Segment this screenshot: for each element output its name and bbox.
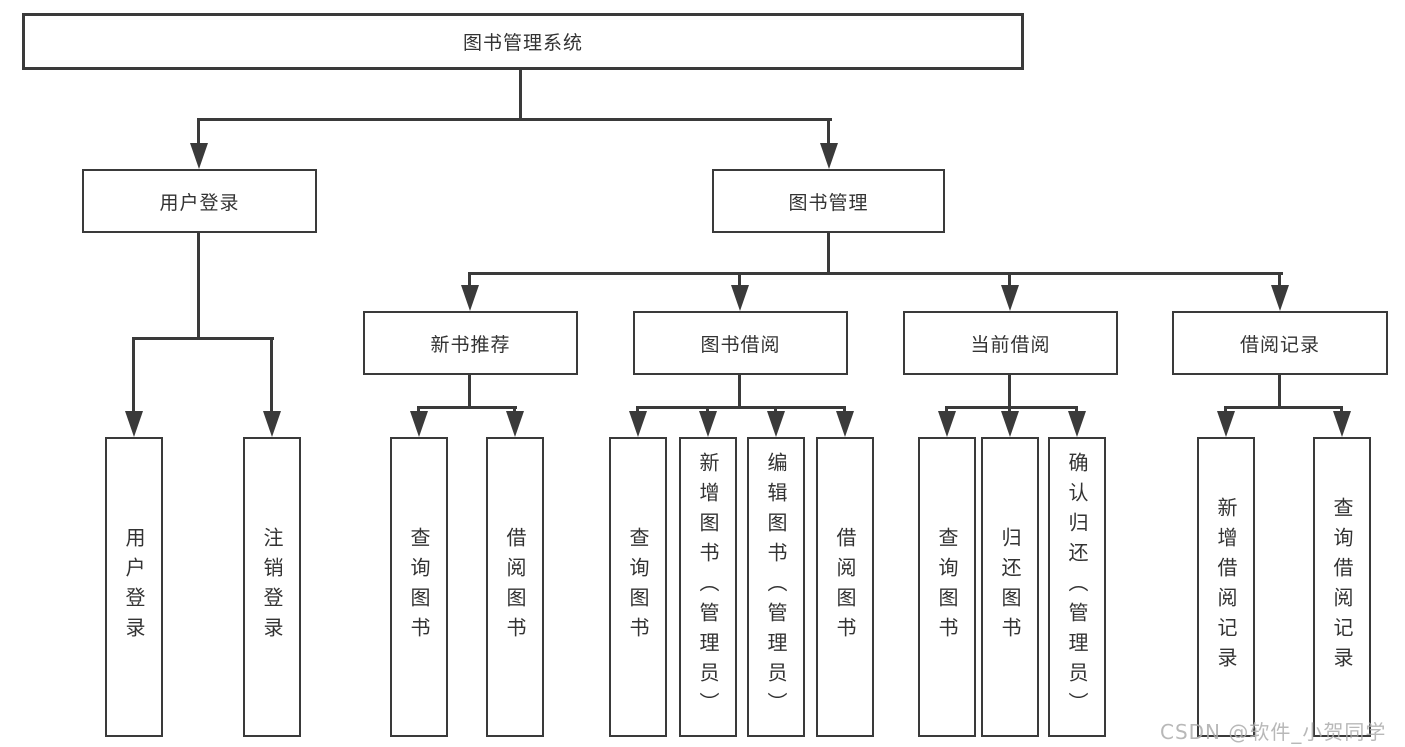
connector-vline: [1278, 272, 1281, 288]
arrowhead-down-icon: [1217, 411, 1235, 437]
connector-hline: [418, 406, 517, 409]
arrowhead-down-icon: [767, 411, 785, 437]
connector-hline: [198, 118, 832, 121]
leaf-confirm-return-admin-label: 确认归还（管理员）: [1065, 452, 1089, 722]
connector-vline: [1008, 272, 1011, 288]
connector-vline: [1075, 406, 1078, 414]
connector-vline: [827, 118, 830, 146]
connector-hline: [133, 337, 274, 340]
node-new-book-recommend-label: 新书推荐: [430, 333, 511, 356]
node-book-management-label: 图书管理: [788, 191, 869, 214]
arrowhead-down-icon: [731, 285, 749, 311]
leaf-confirm-return-admin: 确认归还（管理员）: [1048, 437, 1106, 737]
leaf-return-book: 归还图书: [981, 437, 1039, 737]
leaf-user-login-label: 用户登录: [122, 527, 146, 647]
leaf-add-book-admin: 新增图书（管理员）: [679, 437, 737, 737]
leaf-query-borrow-record: 查询借阅记录: [1313, 437, 1371, 737]
node-new-book-recommend: 新书推荐: [363, 311, 578, 375]
arrowhead-down-icon: [410, 411, 428, 437]
leaf-query-books-borrow-label: 查询图书: [626, 527, 650, 647]
connector-vline: [197, 118, 200, 146]
node-borrowing-records-label: 借阅记录: [1239, 333, 1320, 356]
node-book-management: 图书管理: [712, 169, 945, 233]
arrowhead-down-icon: [1333, 411, 1351, 437]
node-book-borrowing-label: 图书借阅: [700, 333, 781, 356]
connector-vline: [945, 406, 948, 414]
leaf-query-books-recommend: 查询图书: [390, 437, 448, 737]
leaf-borrow-books-recommend: 借阅图书: [486, 437, 544, 737]
connector-vline: [1224, 406, 1227, 414]
arrowhead-down-icon: [190, 143, 208, 169]
leaf-add-borrow-record: 新增借阅记录: [1197, 437, 1255, 737]
connector-vline: [706, 406, 709, 414]
arrowhead-down-icon: [699, 411, 717, 437]
connector-vline: [774, 406, 777, 414]
connector-vline: [270, 337, 273, 413]
arrowhead-down-icon: [629, 411, 647, 437]
connector-vline: [738, 272, 741, 288]
node-user-login-label: 用户登录: [159, 191, 240, 214]
leaf-logout-label: 注销登录: [260, 527, 284, 647]
leaf-query-borrow-record-label: 查询借阅记录: [1330, 497, 1354, 677]
connector-hline: [946, 406, 1078, 409]
node-current-borrowing: 当前借阅: [903, 311, 1118, 375]
connector-vline: [468, 374, 471, 408]
connector-hline: [1225, 406, 1343, 409]
arrowhead-down-icon: [1271, 285, 1289, 311]
leaf-logout: 注销登录: [243, 437, 301, 737]
connector-vline: [1008, 406, 1011, 414]
connector-vline: [513, 406, 516, 414]
connector-vline: [519, 69, 522, 121]
arrowhead-down-icon: [836, 411, 854, 437]
leaf-borrow-books-recommend-label: 借阅图书: [503, 527, 527, 647]
connector-hline: [469, 272, 1283, 275]
arrowhead-down-icon: [125, 411, 143, 437]
arrowhead-down-icon: [1001, 285, 1019, 311]
leaf-add-book-admin-label: 新增图书（管理员）: [696, 452, 720, 722]
arrowhead-down-icon: [938, 411, 956, 437]
node-root: 图书管理系统: [22, 13, 1024, 70]
connector-vline: [197, 232, 200, 339]
leaf-edit-book-admin: 编辑图书（管理员）: [747, 437, 805, 737]
connector-hline: [637, 406, 846, 409]
arrowhead-down-icon: [1068, 411, 1086, 437]
arrowhead-down-icon: [263, 411, 281, 437]
arrowhead-down-icon: [820, 143, 838, 169]
connector-vline: [1340, 406, 1343, 414]
connector-vline: [827, 232, 830, 274]
leaf-query-books-borrow: 查询图书: [609, 437, 667, 737]
leaf-user-login: 用户登录: [105, 437, 163, 737]
connector-vline: [417, 406, 420, 414]
arrowhead-down-icon: [1001, 411, 1019, 437]
node-current-borrowing-label: 当前借阅: [970, 333, 1051, 356]
leaf-edit-book-admin-label: 编辑图书（管理员）: [764, 452, 788, 722]
leaf-borrow-books: 借阅图书: [816, 437, 874, 737]
leaf-add-borrow-record-label: 新增借阅记录: [1214, 497, 1238, 677]
connector-vline: [738, 374, 741, 408]
arrowhead-down-icon: [461, 285, 479, 311]
connector-vline: [843, 406, 846, 414]
connector-vline: [636, 406, 639, 414]
leaf-query-books-current-label: 查询图书: [935, 527, 959, 647]
connector-vline: [468, 272, 471, 288]
node-root-label: 图书管理系统: [462, 32, 583, 54]
connector-vline: [1008, 374, 1011, 408]
leaf-query-books-current: 查询图书: [918, 437, 976, 737]
connector-vline: [132, 337, 135, 413]
node-borrowing-records: 借阅记录: [1172, 311, 1388, 375]
watermark-text: CSDN @软件_小贺同学: [1160, 720, 1387, 744]
arrowhead-down-icon: [506, 411, 524, 437]
node-user-login: 用户登录: [82, 169, 317, 233]
connector-vline: [1278, 374, 1281, 408]
leaf-borrow-books-label: 借阅图书: [833, 527, 857, 647]
leaf-query-books-recommend-label: 查询图书: [407, 527, 431, 647]
leaf-return-book-label: 归还图书: [998, 527, 1022, 647]
node-book-borrowing: 图书借阅: [633, 311, 848, 375]
